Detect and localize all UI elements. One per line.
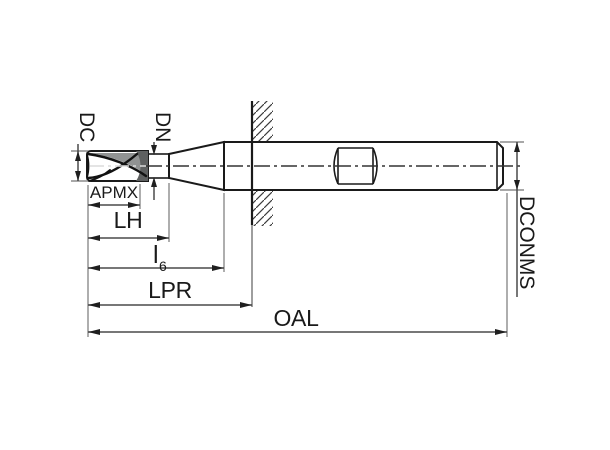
label-apmx: APMX [90,183,138,202]
dim-apmx: APMX [88,183,141,209]
dim-dn: DN [151,112,174,200]
dconms-arrow-down [514,180,520,190]
label-lpr: LPR [148,277,192,303]
label-l6-letter: l [153,241,159,269]
label-l6-subscript: 6 [159,258,167,274]
fixture-wall [250,101,273,307]
dim-dc: DC [71,112,98,182]
lpr-arrow-left [88,302,100,308]
oal-arrow-right [495,329,507,335]
tool-body [86,140,504,192]
dim-oal: OAL [88,193,508,337]
tip-edge-shade [86,154,90,178]
tool-cutting-head [86,150,149,182]
l6-arrow-right [212,265,224,271]
dim-lpr: LPR [88,277,252,308]
dconms-arrow-up [514,142,520,152]
flute-helix-1 [86,152,148,178]
dn-arrow-up [151,177,157,187]
lpr-arrow-right [240,302,252,308]
wall-hatch-upper [252,101,273,142]
dc-arrow-up [75,151,81,161]
oal-arrow-left [88,329,100,335]
label-lh: LH [114,207,143,233]
flute-helix-2 [86,152,139,180]
label-dconms: DCONMS [515,196,538,289]
dim-dconms: DCONMS [500,141,538,297]
dn-arrow-down [151,145,157,155]
l6-arrow-left [88,265,100,271]
label-oal: OAL [273,305,319,331]
label-dn: DN [151,112,174,142]
wall-hatch-lower [252,190,273,226]
flute-helix-3 [88,169,111,182]
label-dc: DC [75,112,98,142]
dim-lh: LH [88,183,170,242]
apmx-arrow-right [128,202,140,208]
dim-l6: l 6 [88,193,225,274]
lh-arrow-right [157,235,169,241]
dc-arrow-down [75,171,81,181]
lh-arrow-left [88,235,100,241]
apmx-arrow-left [88,202,100,208]
